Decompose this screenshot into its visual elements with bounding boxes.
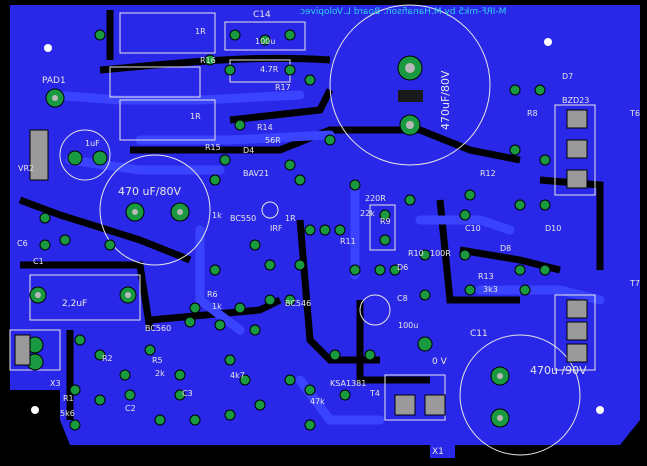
label-bc560: BC560 [145, 324, 172, 333]
label-r6-val: 1k [212, 302, 222, 311]
label-ksa1381: KSA1381 [330, 379, 367, 388]
label-1r-ir: 1R [285, 214, 296, 223]
label-r10: R10 [408, 249, 424, 258]
label-r13-val: 3k3 [483, 285, 498, 294]
label-x1: X1 [432, 447, 444, 457]
label-0v: 0 V [432, 357, 447, 367]
label-r17: R17 [275, 83, 291, 92]
label-100n: 100u [255, 37, 276, 46]
label-470-80: 470 uF/80V [118, 185, 182, 198]
label-100u: 100u [398, 321, 419, 330]
label-c10: C10 [465, 224, 481, 233]
label-c1: C1 [33, 257, 44, 266]
label-r5: R5 [152, 356, 163, 365]
credit-text: M-IRF-mk5 by M.Hanafison. Board L.Volopi… [300, 7, 507, 17]
label-c3: C3 [182, 389, 193, 398]
label-1k-small: 1k [212, 211, 222, 220]
label-r14-val: 56R [265, 136, 281, 145]
capacitors [59, 4, 581, 456]
label-c6: C6 [17, 239, 28, 248]
label-d6: D6 [397, 263, 409, 272]
label-470-90: 470u /90V [530, 364, 587, 377]
silkscreen [9, 12, 596, 421]
label-r5-val: 2k [155, 369, 165, 378]
label-r16: R16 [200, 56, 216, 65]
label-100r: 100R [430, 249, 451, 258]
cap-polarity-mark [398, 90, 423, 102]
label-c2: C2 [125, 404, 136, 413]
label-220r: 220R [365, 194, 386, 203]
label-r9: R9 [380, 217, 391, 226]
label-r15: R15 [205, 143, 221, 152]
label-x3: X3 [50, 379, 61, 388]
label-irf: IRF [270, 224, 283, 233]
label-bzd23: BZD23 [562, 96, 590, 105]
label-bc550: BC550 [230, 214, 257, 223]
label-c14: C14 [253, 10, 271, 20]
label-r12: R12 [480, 169, 496, 178]
label-vr2: VR2 [18, 164, 35, 173]
label-e1: 1R [190, 112, 201, 121]
label-bav21: BAV21 [243, 169, 270, 178]
label-r1: R1 [63, 394, 74, 403]
label-c8: C8 [397, 294, 408, 303]
label-r13: R13 [478, 272, 494, 281]
label-c11: C11 [470, 329, 488, 339]
transistors [14, 109, 588, 416]
label-r6: R6 [207, 290, 218, 299]
label-r2: R2 [102, 354, 113, 363]
label-2-2uf: 2,2uF [62, 299, 88, 309]
label-t4: T4 [370, 389, 380, 398]
label-470-80-big: 470uF/80V [439, 70, 452, 130]
label-d8: D8 [500, 244, 512, 253]
label-d4: D4 [243, 146, 255, 155]
label-4r7: 4.7R [260, 65, 279, 74]
label-47k: 47k [310, 397, 325, 406]
label-4k7: 4k7 [230, 371, 245, 380]
label-t6: T6 [630, 109, 640, 118]
label-r1-top: 1R [195, 27, 206, 36]
label-5k6: 5k6 [60, 409, 75, 418]
label-r14: R14 [257, 123, 273, 132]
label-r8: R8 [527, 109, 538, 118]
label-r11: R11 [340, 237, 356, 246]
label-22k: 22k [360, 209, 375, 218]
label-t7: T7 [630, 279, 640, 288]
label-pad1: PAD1 [42, 76, 66, 86]
label-1uf: 1uF [85, 139, 100, 148]
label-d7: D7 [562, 72, 574, 81]
label-bc546: BC546 [285, 299, 312, 308]
label-d10: D10 [545, 224, 562, 233]
